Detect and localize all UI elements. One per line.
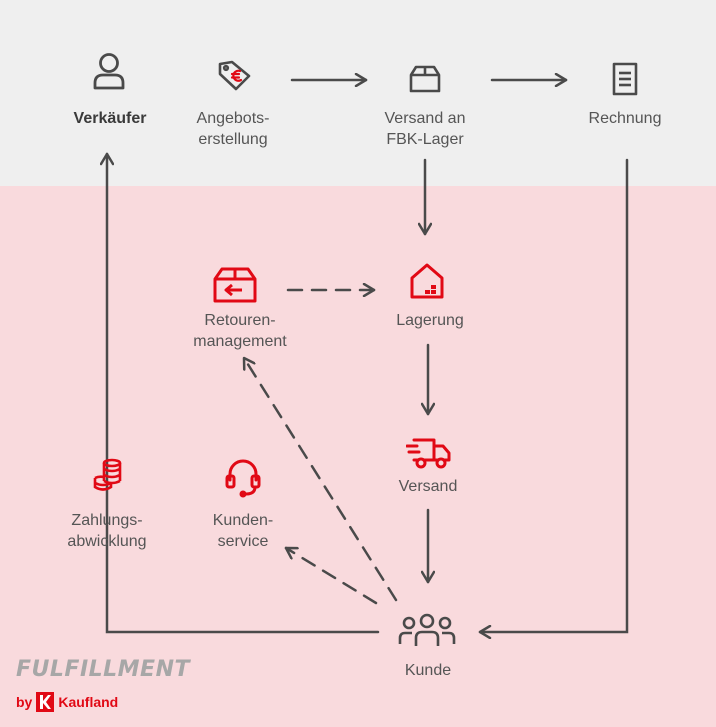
kunde-label: Kunde [404, 662, 452, 679]
kaufland-logo [36, 692, 55, 712]
person-icon [93, 53, 125, 90]
lagerung-label: Lagerung [396, 312, 464, 329]
arrow-rechnung-to-kunde [478, 158, 629, 632]
headset-icon [225, 459, 261, 498]
by-text: by [16, 694, 33, 710]
arrow-kunde-to-verkaeufer [107, 152, 380, 634]
price-tag-euro-icon [218, 60, 251, 91]
angebotserstellung-label: Angebots- erstellung [196, 110, 270, 148]
fulfillment-title: FULFILLMENT [16, 657, 191, 682]
coin-stack-icon [93, 458, 122, 491]
arrow-kunde-to-kundenservice [284, 546, 378, 605]
return-box-icon [213, 267, 257, 303]
versand-label: Versand [398, 478, 458, 495]
seller-area [0, 0, 716, 186]
arrow-kunde-to-retouren [242, 356, 398, 602]
fulfillment-area [0, 186, 716, 727]
brand-byline: by Kaufland [16, 692, 118, 712]
versand-fbk-label: Versand an FBK-Lager [384, 110, 466, 148]
box-icon [409, 65, 441, 93]
kundenservice-label: Kunden- service [212, 512, 274, 550]
verkaeufer-label: Verkäufer [73, 110, 147, 127]
document-icon [612, 62, 638, 96]
retourenmanagement-label: Retouren- management [193, 312, 287, 350]
warehouse-icon [410, 263, 444, 299]
kaufland-text: Kaufland [58, 694, 119, 710]
rechnung-label: Rechnung [588, 110, 662, 127]
delivery-truck-icon [406, 438, 451, 469]
group-icon [398, 613, 456, 646]
zahlungsabwicklung-label: Zahlungs- abwicklung [67, 512, 147, 550]
kaufland-k-icon [40, 695, 52, 709]
